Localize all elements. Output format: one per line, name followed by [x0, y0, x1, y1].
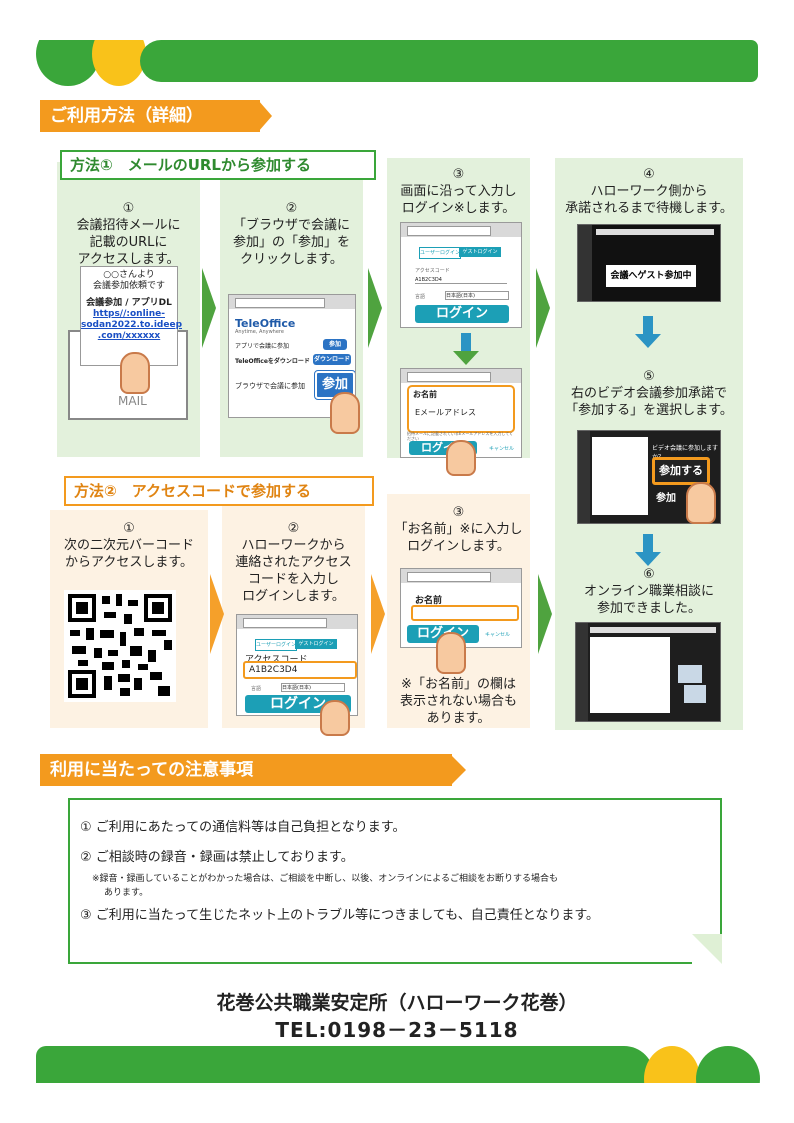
arrow-down-icon: [453, 333, 479, 365]
m1-step3-text: ③ 画面に沿って入力し ログイン※します。: [400, 167, 517, 216]
email-field[interactable]: Eメールアドレス: [415, 408, 477, 417]
note-2: ② ご相談時の録音・録画は禁止しております。: [80, 850, 354, 865]
arrow-down-icon: [635, 534, 661, 566]
usage-banner: ご利用方法（詳細）: [40, 100, 260, 132]
bottom-green-band: [36, 1046, 654, 1084]
m2-note: ※「お名前」の欄は 表示されない場合も あります。: [399, 677, 517, 726]
note-3: ③ ご利用に当たって生じたネット上のトラブル等につきましても、自己責任となります…: [80, 908, 600, 923]
note-2-detail: ※録音・録画していることがわかった場合は、ご相談を中断し、以後、オンラインによる…: [92, 874, 559, 884]
arrow-right-icon: [536, 268, 550, 348]
usage-title: ご利用方法（詳細）: [50, 106, 203, 126]
notes-box: ① ご利用にあたっての通信料等は自己負担となります。 ② ご相談時の録音・録画は…: [68, 798, 722, 964]
page-curl: [692, 934, 722, 964]
notes-title: 利用に当たっての注意事項: [50, 760, 254, 780]
join-accept-button[interactable]: 参加する: [652, 457, 710, 485]
notes-banner: 利用に当たっての注意事項: [40, 754, 452, 786]
hand-icon: [446, 440, 476, 476]
hand-icon: [320, 700, 350, 736]
arrow-down-icon: [635, 316, 661, 348]
cancel-link[interactable]: キャンセル: [485, 632, 511, 638]
footer-tel: TEL:0198－23－5118: [275, 1018, 519, 1042]
access-code-input[interactable]: A1B2C3D4: [243, 661, 357, 679]
step6-text: ⑥ オンライン職業相談に 参加できました。: [583, 567, 714, 616]
guest-login-screenshot: ユーザーログイン ゲストログイン アクセスコード A1B2C3D4 言語 日本語…: [400, 222, 522, 328]
qr-code[interactable]: [64, 590, 176, 702]
consultation-screenshot: [575, 622, 721, 722]
join-app-button[interactable]: 参加: [323, 339, 347, 350]
hand-icon: [686, 482, 716, 524]
mail-link[interactable]: https//:online- sodan2022.to.ideep .com/…: [81, 309, 183, 341]
arrow-right-icon: [371, 574, 385, 654]
m2-step3-text: ③ 「お名前」※に入力し ログインします。: [394, 505, 523, 554]
top-green-band: [140, 40, 758, 82]
method2-label: 方法② アクセスコードで参加する: [64, 476, 374, 506]
tab-user-login[interactable]: ユーザーログイン: [255, 639, 297, 651]
arrow-right-icon: [368, 268, 382, 348]
login-button[interactable]: ログイン: [415, 305, 509, 323]
tab-user-login[interactable]: ユーザーログイン: [419, 247, 461, 259]
download-button[interactable]: ダウンロード: [313, 354, 351, 365]
arrow-right-icon: [202, 268, 216, 348]
m1-step1-text: ① 会議招待メールに 記載のURLに アクセスします。: [76, 201, 181, 267]
note-2-detail-2: あります。: [104, 888, 149, 898]
arrow-right-icon: [538, 574, 552, 654]
arrow-right-icon: [210, 574, 224, 654]
video-thumbnail: [678, 665, 702, 683]
tab-guest-login[interactable]: ゲストログイン: [459, 247, 501, 257]
m1-step2-text: ② 「ブラウザで会議に 参加」の「参加」を クリックします。: [232, 201, 350, 267]
join-confirm-screenshot: ビデオ会議に参加しますか？ 参加する 参加: [577, 430, 721, 524]
language-select[interactable]: 日本語(日本): [281, 683, 345, 692]
note-1: ① ご利用にあたっての通信料等は自己負担となります。: [80, 820, 406, 835]
mail-card: ○○さんより 会議参加依頼です 会議参加 / アプリDL https//:onl…: [80, 266, 183, 366]
cancel-link[interactable]: キャンセル: [489, 446, 515, 452]
tab-guest-login[interactable]: ゲストログイン: [295, 639, 337, 649]
hand-icon: [120, 352, 150, 394]
hand-icon: [330, 392, 360, 434]
waiting-screenshot: 会議へゲスト参加中: [577, 224, 721, 302]
footer-org: 花巻公共職業安定所（ハローワーク花巻）: [216, 992, 578, 1014]
m2-step2-text: ② ハローワークから 連絡されたアクセス コードを入力し ログインします。: [235, 521, 352, 604]
m2-step1-text: ① 次の二次元バーコード からアクセスします。: [63, 521, 194, 570]
hand-icon: [436, 632, 466, 674]
access-code-input[interactable]: A1B2C3D4: [415, 277, 507, 284]
video-thumbnail: [684, 685, 706, 703]
step5-text: ⑤ 右のビデオ会議参加承諾で 「参加する」を選択します。: [565, 369, 733, 418]
method1-label: 方法① メールのURLから参加する: [60, 150, 376, 180]
language-select[interactable]: 日本語(日本): [445, 291, 509, 300]
step4-text: ④ ハローワーク側から 承諾されるまで待機します。: [565, 167, 733, 216]
name-login-screenshot: お名前 Eメールアドレス 招待メールに記載されているEメールアドレスを入力してく…: [400, 368, 522, 458]
name-input[interactable]: [411, 605, 519, 621]
